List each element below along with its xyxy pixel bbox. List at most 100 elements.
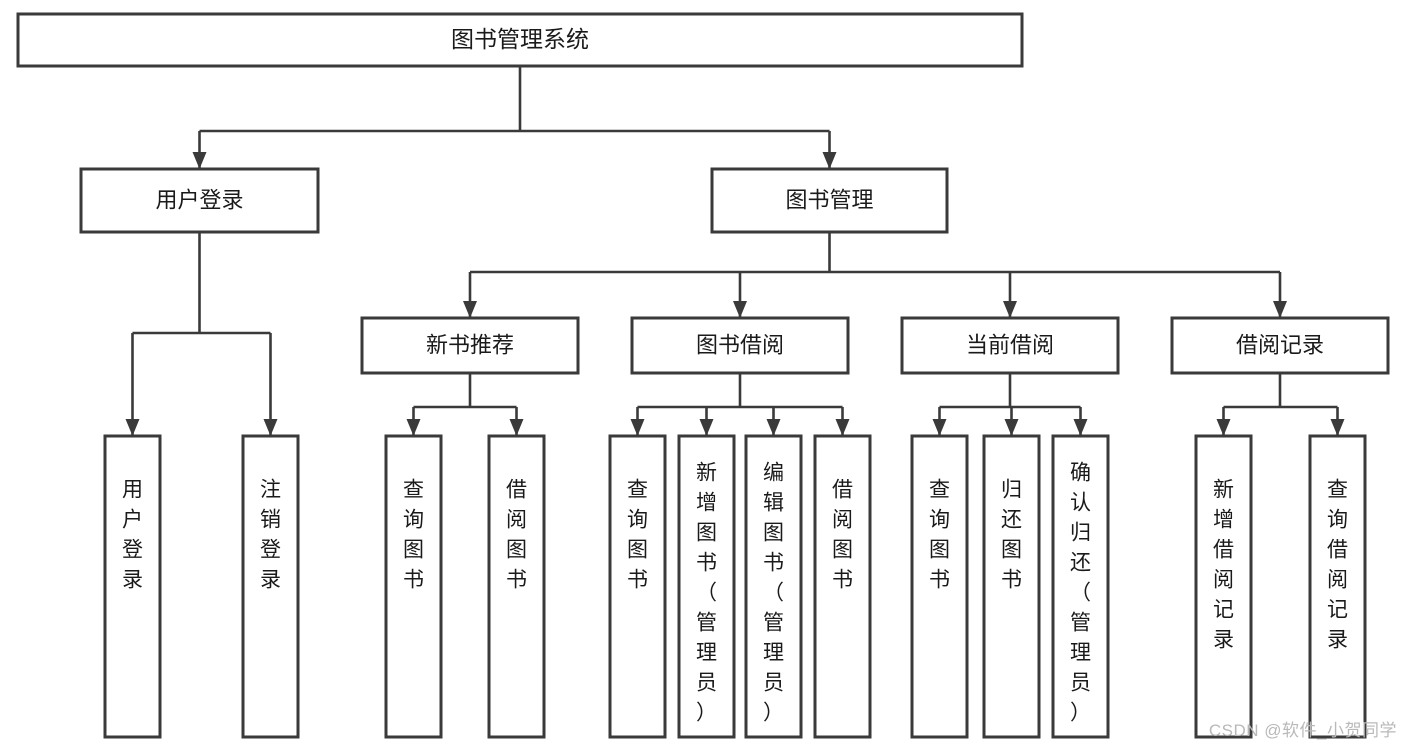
node-label-char: 还 <box>1070 552 1091 575</box>
arrow-head-icon <box>822 152 837 169</box>
arrow-head-icon <box>509 419 524 436</box>
node-label-char: 认 <box>1070 492 1091 515</box>
node-new-book-recommend[interactable]: 新书推荐 <box>360 316 580 375</box>
node-label-char: 阅 <box>1327 569 1348 592</box>
node-label-char: 图 <box>506 539 527 562</box>
node-label-char: 辑 <box>763 492 784 515</box>
node-label-char: 录 <box>260 569 281 592</box>
arrow-head-icon <box>630 419 645 436</box>
node-label: 图书管理系统 <box>451 26 589 52</box>
node-label-char: 书 <box>627 569 648 592</box>
node-label-char: 管 <box>763 612 784 635</box>
node-box <box>900 316 1120 375</box>
node-cb-return-book[interactable]: 归还图书归还图书 <box>0 0 1041 739</box>
node-label: 借阅记录 <box>1236 332 1324 357</box>
node-label-char: 借 <box>1327 539 1348 562</box>
arrow-head-icon <box>1003 301 1017 318</box>
node-label-char: 书 <box>929 569 950 592</box>
node-label-char: 书 <box>1001 569 1022 592</box>
node-bb-borrow-book[interactable]: 借阅图书借阅图书 <box>0 0 872 739</box>
arrow-head-icon <box>1330 419 1345 436</box>
arrow-head-icon <box>1273 301 1287 318</box>
node-label-char: 户 <box>122 509 143 532</box>
arrow-head-icon <box>463 301 477 318</box>
node-label-char: 新 <box>1213 479 1234 502</box>
node-label-char: 记 <box>1327 599 1348 622</box>
node-label-char: 图 <box>929 539 950 562</box>
arrow-head-icon <box>733 301 747 318</box>
node-book-borrow[interactable]: 图书借阅 <box>630 316 850 375</box>
node-label-char: 询 <box>627 509 648 532</box>
node-label-char: 还 <box>1001 509 1022 532</box>
node-label-char: 图 <box>1001 539 1022 562</box>
node-box <box>1194 434 1253 739</box>
node-label-char: 录 <box>1213 629 1234 652</box>
node-label-char: 理 <box>763 642 784 665</box>
node-label-char: 查 <box>929 479 950 502</box>
node-box <box>910 434 969 739</box>
node-label-char: 登 <box>260 539 281 562</box>
node-box <box>1170 316 1390 375</box>
node-label-char: 编 <box>763 462 784 485</box>
arrow-head-icon <box>1004 419 1019 436</box>
node-label: 当前借阅 <box>966 332 1054 357</box>
node-label-char: 借 <box>832 479 853 502</box>
node-box <box>1308 434 1367 739</box>
arrow-head-icon <box>932 419 947 436</box>
node-label-char: 书 <box>832 569 853 592</box>
arrow-head-icon <box>192 152 207 169</box>
node-book-manage[interactable]: 图书管理 <box>710 167 949 234</box>
node-label-char: 注 <box>260 479 281 502</box>
node-label-char: 书 <box>763 552 784 575</box>
node-box <box>710 167 949 234</box>
node-label-char: 理 <box>696 642 717 665</box>
node-box <box>813 434 872 739</box>
node-br-add-record[interactable]: 新增借阅记录新增借阅记录 <box>0 0 1253 739</box>
node-box <box>79 167 320 234</box>
node-box <box>487 434 546 739</box>
node-label-char: 确 <box>1070 462 1091 485</box>
node-label-char: 新 <box>696 462 717 485</box>
node-label-char: 图 <box>763 522 784 545</box>
node-label: 图书管理 <box>785 187 873 212</box>
node-box <box>384 434 443 739</box>
node-user-login-login[interactable]: 用户登录用户登录 <box>0 0 162 739</box>
node-label-char: 书 <box>506 569 527 592</box>
node-label-char: 销 <box>260 509 281 532</box>
nodes-layer: 图书管理系统用户登录图书管理新书推荐图书借阅当前借阅借阅记录用户登录用户登录注销… <box>0 0 1390 739</box>
node-label-char: 记 <box>1213 599 1234 622</box>
node-label-char: 查 <box>627 479 648 502</box>
node-label-char: 询 <box>929 509 950 532</box>
node-label-char: 查 <box>1327 479 1348 502</box>
node-label-char: 管 <box>1070 612 1091 635</box>
node-box <box>677 434 736 739</box>
node-label-char: 员 <box>1070 672 1091 695</box>
arrow-head-icon <box>263 419 278 436</box>
node-current-borrow[interactable]: 当前借阅 <box>900 316 1120 375</box>
node-nbr-query-book[interactable]: 查询图书查询图书 <box>0 0 443 739</box>
node-box <box>744 434 803 739</box>
node-label-char: 增 <box>696 492 717 515</box>
node-label-char: 增 <box>1213 509 1234 532</box>
node-root[interactable]: 图书管理系统 <box>16 12 1024 68</box>
node-user-login[interactable]: 用户登录 <box>79 167 320 234</box>
node-cb-query-book[interactable]: 查询图书查询图书 <box>0 0 969 739</box>
connectors-layer <box>125 66 1345 436</box>
node-borrow-record[interactable]: 借阅记录 <box>1170 316 1390 375</box>
node-box <box>630 316 850 375</box>
node-br-query-record[interactable]: 查询借阅记录查询借阅记录 <box>0 0 1367 739</box>
node-user-login-logout[interactable]: 注销登录注销登录 <box>0 0 300 739</box>
node-label-char: 借 <box>506 479 527 502</box>
node-box <box>360 316 580 375</box>
node-box <box>103 434 162 739</box>
node-nbr-borrow-book[interactable]: 借阅图书借阅图书 <box>0 0 546 739</box>
node-label-char: 图 <box>696 522 717 545</box>
node-label-char: 阅 <box>506 509 527 532</box>
node-label-char: 理 <box>1070 642 1091 665</box>
node-bb-query-book[interactable]: 查询图书查询图书 <box>0 0 667 739</box>
node-box <box>16 12 1024 68</box>
